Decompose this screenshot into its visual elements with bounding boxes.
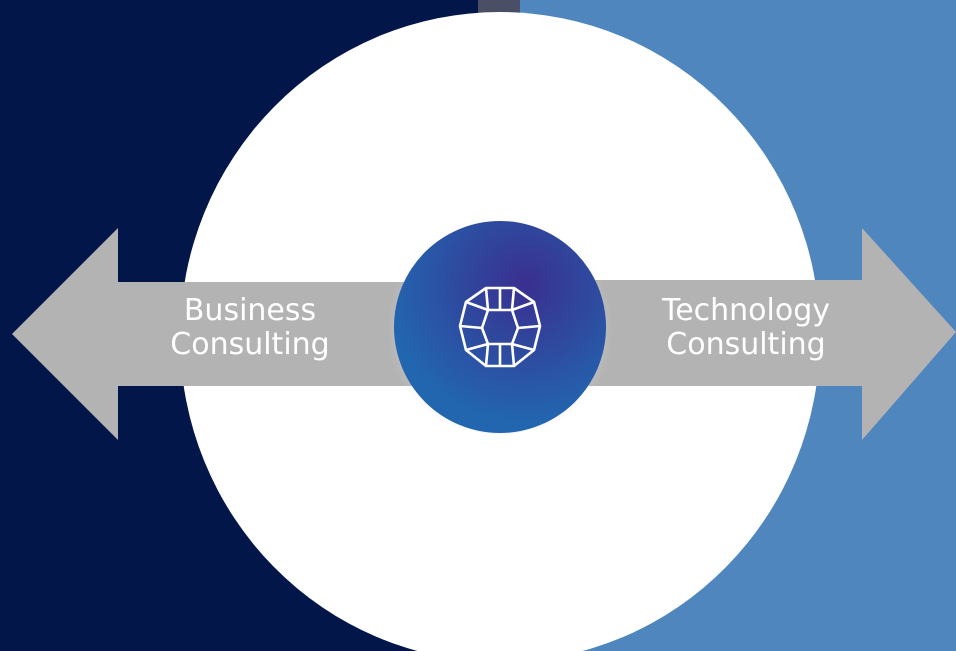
- center-logo-disc: [394, 221, 606, 433]
- left-arrow-shape: [12, 228, 420, 440]
- technology-label-line1: Technology: [661, 293, 831, 328]
- technology-consulting-label: Technology Consulting: [646, 294, 846, 362]
- right-arrow-shape: [580, 228, 956, 440]
- technology-label-line2: Consulting: [666, 327, 826, 362]
- business-label-line2: Consulting: [170, 327, 330, 362]
- geometric-polyhedron-icon: [458, 286, 542, 368]
- business-label-line1: Business: [183, 293, 317, 328]
- business-consulting-label: Business Consulting: [150, 294, 350, 362]
